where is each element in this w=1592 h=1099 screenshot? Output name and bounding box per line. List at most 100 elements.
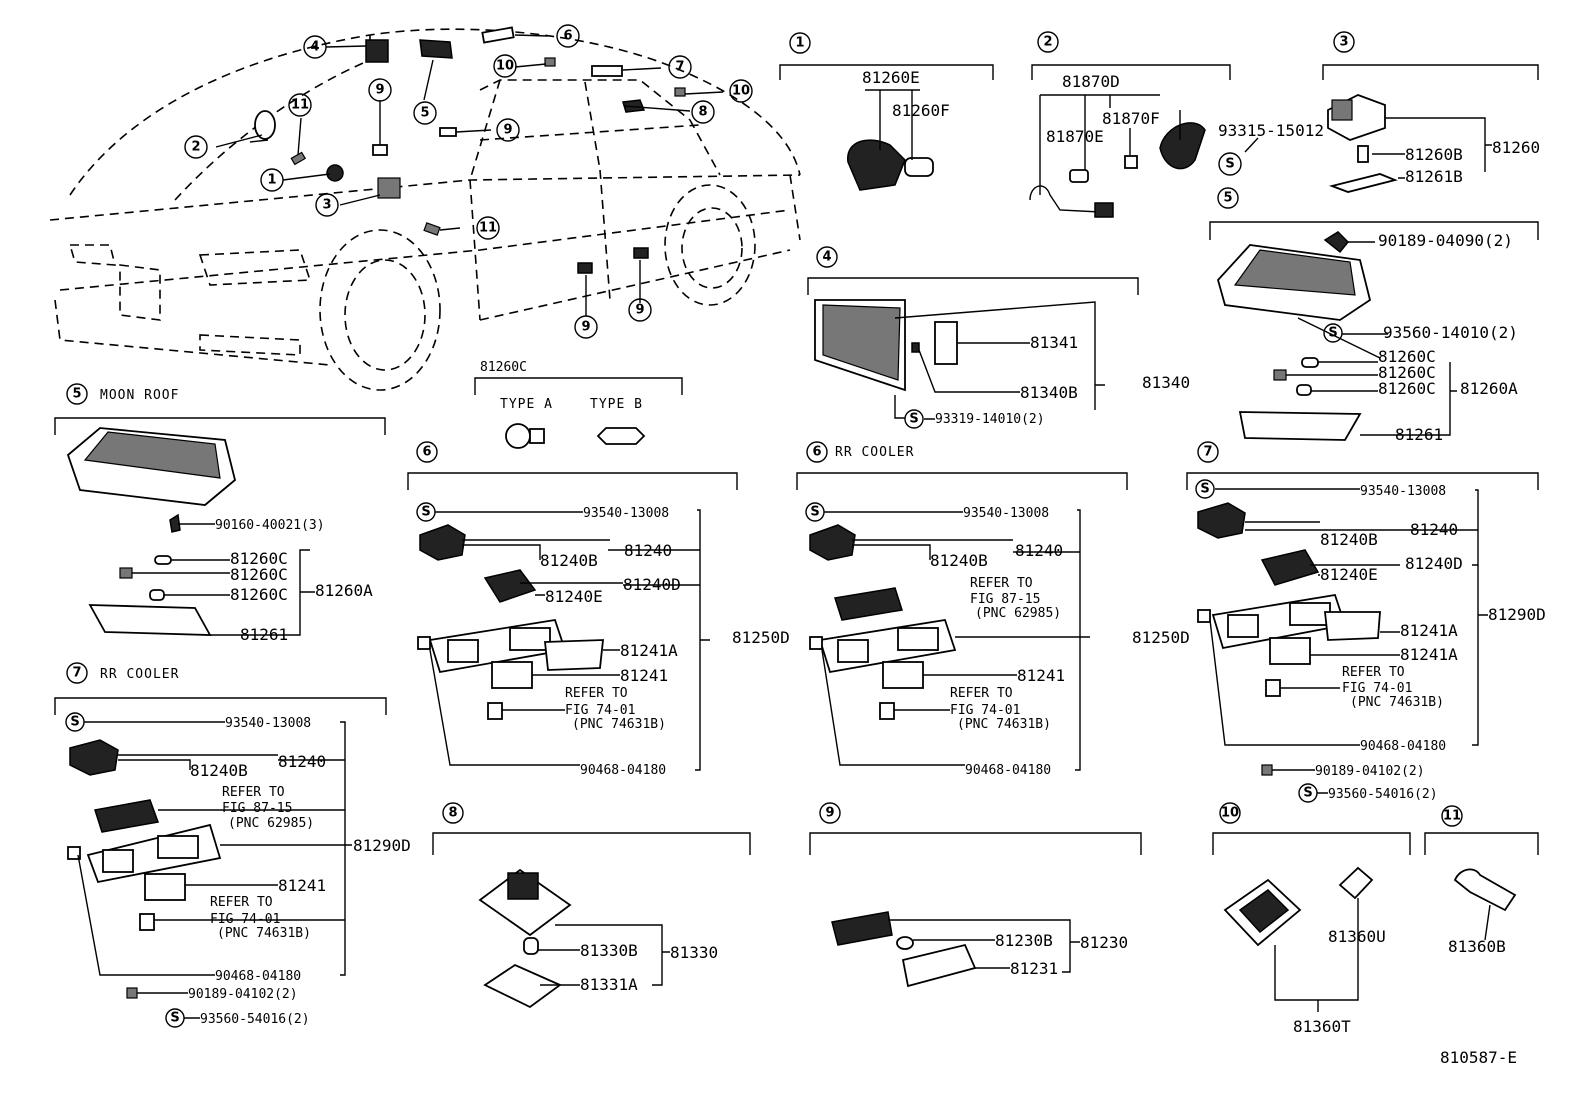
- part-81870F: 81870F: [1102, 109, 1160, 128]
- fig-74-01: FIG 74-01: [565, 703, 635, 718]
- part-90189-04102: 90189-04102(2): [188, 987, 298, 1002]
- section-ref-6: 5: [72, 387, 81, 402]
- part-81260C-a: 81260C: [230, 549, 288, 568]
- part-93540-13008: 93540-13008: [1360, 484, 1446, 499]
- part-81260C-2: 81260C: [1378, 363, 1436, 382]
- section-6-b: S RR COOLER 93540-13008 81240B 81240 REF…: [805, 445, 1190, 778]
- car-callout-13-circle: [315, 193, 339, 217]
- part-93560-54016: 93560-54016(2): [200, 1012, 310, 1027]
- section-4: S 81341 81340B 81340 93319-14010(2): [814, 299, 1190, 429]
- part-81241A-1: 81241A: [1400, 621, 1458, 640]
- part-93319-14010: 93319-14010(2): [935, 412, 1045, 427]
- part-81240: 81240: [624, 541, 672, 560]
- part-81240: 81240: [1410, 520, 1458, 539]
- part-81240B: 81240B: [1320, 530, 1378, 549]
- section-7-left: S S RR COOLER 93540-13008 81240B 81240 R…: [65, 667, 411, 1028]
- fig-74-01: FIG 74-01: [1342, 681, 1412, 696]
- part-81241: 81241: [620, 666, 668, 685]
- section-ref-2-circle: [1037, 31, 1059, 53]
- diagram-code: 810587-E: [1440, 1048, 1517, 1067]
- section-ref-11: 8: [448, 806, 457, 821]
- part-81240B: 81240B: [930, 551, 988, 570]
- part-81260E: 81260E: [862, 68, 920, 87]
- section-ref-1: 1: [795, 36, 804, 51]
- section-2: S 81870D 81870F 81870E 93315-15012: [1029, 72, 1324, 218]
- car-callout-3: 10: [496, 59, 514, 74]
- fig-74-01: FIG 74-01: [210, 912, 280, 927]
- part-81231: 81231: [1010, 959, 1058, 978]
- part-81340: 81340: [1142, 373, 1190, 392]
- part-93540-13008: 93540-13008: [583, 506, 669, 521]
- section-ref-6-circle: [66, 383, 88, 405]
- part-81340B: 81340B: [1020, 383, 1078, 402]
- car-callout-5-circle: [729, 79, 753, 103]
- section-5-right: S 90189-04090(2) 93560-14010(2) 81260C 8…: [1216, 231, 1518, 444]
- car-callout-7-circle: [288, 93, 312, 117]
- pnc-74631B: (PNC 74631B): [217, 926, 311, 941]
- car-callout-12-circle: [260, 168, 284, 192]
- section-5-moon-roof: MOON ROOF 90160-40021(3) 81260C 81260C 8…: [66, 388, 373, 644]
- car-callout-10: 9: [503, 123, 512, 138]
- type-a-label: TYPE A: [500, 397, 553, 412]
- refer-to: REFER TO: [970, 576, 1033, 591]
- part-81330B: 81330B: [580, 941, 638, 960]
- section-ref-7-circle: [416, 441, 438, 463]
- part-81241: 81241: [278, 876, 326, 895]
- section-7-right: S S 93540-13008 81240B 81240 81240E 8124…: [1195, 479, 1546, 803]
- pnc-62985: (PNC 62985): [975, 606, 1061, 621]
- part-81260C-3: 81260C: [1378, 379, 1436, 398]
- car-callout-4: 7: [675, 60, 684, 75]
- section-ref-1-circle: [789, 32, 811, 54]
- car-callout-16-circle: [628, 298, 652, 322]
- part-90189-04102: 90189-04102(2): [1315, 764, 1425, 779]
- fig-87-15: FIG 87-15: [222, 801, 292, 816]
- section-ref-14: 11: [1443, 809, 1461, 824]
- section-1: 81260E 81260F: [847, 68, 950, 191]
- section-ref-14-circle: [1441, 805, 1463, 827]
- s-mark: S: [421, 505, 430, 520]
- car-callout-9-circle: [413, 101, 437, 125]
- part-90468-04180: 90468-04180: [965, 763, 1051, 778]
- part-81290D: 81290D: [1488, 605, 1546, 624]
- part-81230: 81230: [1080, 933, 1128, 952]
- section-ref-7: 6: [422, 445, 431, 460]
- section-ref-5: 4: [822, 250, 831, 265]
- part-81260: 81260: [1492, 138, 1540, 157]
- part-81240: 81240: [278, 752, 326, 771]
- part-81250D: 81250D: [1132, 628, 1190, 647]
- s-mark: S: [810, 505, 819, 520]
- car-callout-15-circle: [574, 315, 598, 339]
- car-callout-8: 9: [375, 83, 384, 98]
- s-mark: S: [909, 412, 918, 427]
- section-ref-5-circle: [816, 246, 838, 268]
- part-93560-14010: 93560-14010(2): [1383, 323, 1518, 342]
- refer-to: REFER TO: [565, 686, 628, 701]
- section-ref-4: 5: [1223, 191, 1232, 206]
- part-81360U: 81360U: [1328, 927, 1386, 946]
- part-81330: 81330: [670, 943, 718, 962]
- rr-cooler-caption: RR COOLER: [835, 445, 914, 460]
- part-90468-04180: 90468-04180: [215, 969, 301, 984]
- part-81261B: 81261B: [1405, 167, 1463, 186]
- section-ref-3: 3: [1339, 35, 1348, 50]
- car-callout-1-circle: [303, 35, 327, 59]
- part-81240E: 81240E: [1320, 565, 1378, 584]
- section-10: 81360U 81360T: [1223, 866, 1386, 1036]
- section-ref-3-circle: [1333, 31, 1355, 53]
- fig-87-15: FIG 87-15: [970, 592, 1040, 607]
- car-callout-16: 9: [635, 303, 644, 318]
- section-ref-13: 10: [1221, 806, 1239, 821]
- part-81260F: 81260F: [892, 101, 950, 120]
- part-81870D: 81870D: [1062, 72, 1120, 91]
- section-3: 81260B 81260 81261B: [1327, 94, 1540, 193]
- car-callout-10-circle: [496, 118, 520, 142]
- part-90189-04090: 90189-04090(2): [1378, 231, 1513, 250]
- s-mark: S: [70, 715, 79, 730]
- section-ref-11-circle: [442, 802, 464, 824]
- part-93540-13008: 93540-13008: [225, 716, 311, 731]
- section-ref-9-circle: [1197, 441, 1219, 463]
- part-90468-04180: 90468-04180: [1360, 739, 1446, 754]
- pnc-74631B: (PNC 74631B): [572, 717, 666, 732]
